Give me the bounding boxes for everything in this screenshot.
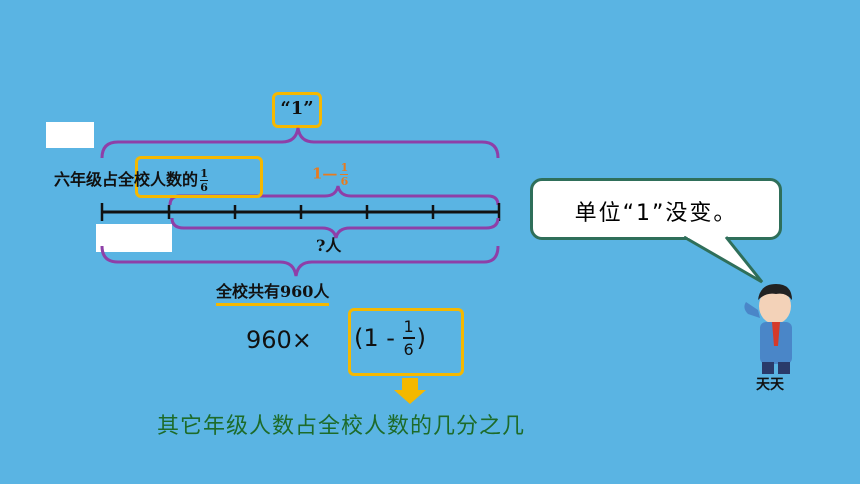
whole-school-box (135, 156, 263, 198)
formula-lhs: 960× (246, 326, 312, 354)
unit-one-box (272, 92, 322, 128)
conclusion-text: 其它年级人数占全校人数的几分之几 (157, 414, 526, 439)
unit-one-label: “1” (280, 98, 314, 119)
total-label: 全校共有960人 (216, 278, 330, 306)
formula-box (348, 308, 464, 376)
white-block-top (46, 122, 94, 148)
top-brace (100, 127, 500, 159)
number-line-ticks (100, 203, 501, 221)
character-name: 天天 (756, 377, 784, 393)
speech-text: 单位“1”没变。 (574, 201, 738, 226)
bottom-brace (100, 245, 500, 277)
down-arrow (394, 378, 426, 404)
speech-tail (683, 236, 764, 284)
character-figure (744, 284, 792, 374)
speech-bubble: 单位“1”没变。 (530, 178, 782, 240)
unknown-bracket (170, 217, 500, 239)
white-block-bottom (96, 224, 172, 252)
unknown-label: ?人 (316, 236, 342, 255)
grade6-text: 六年级占全校人数的 (54, 170, 199, 189)
